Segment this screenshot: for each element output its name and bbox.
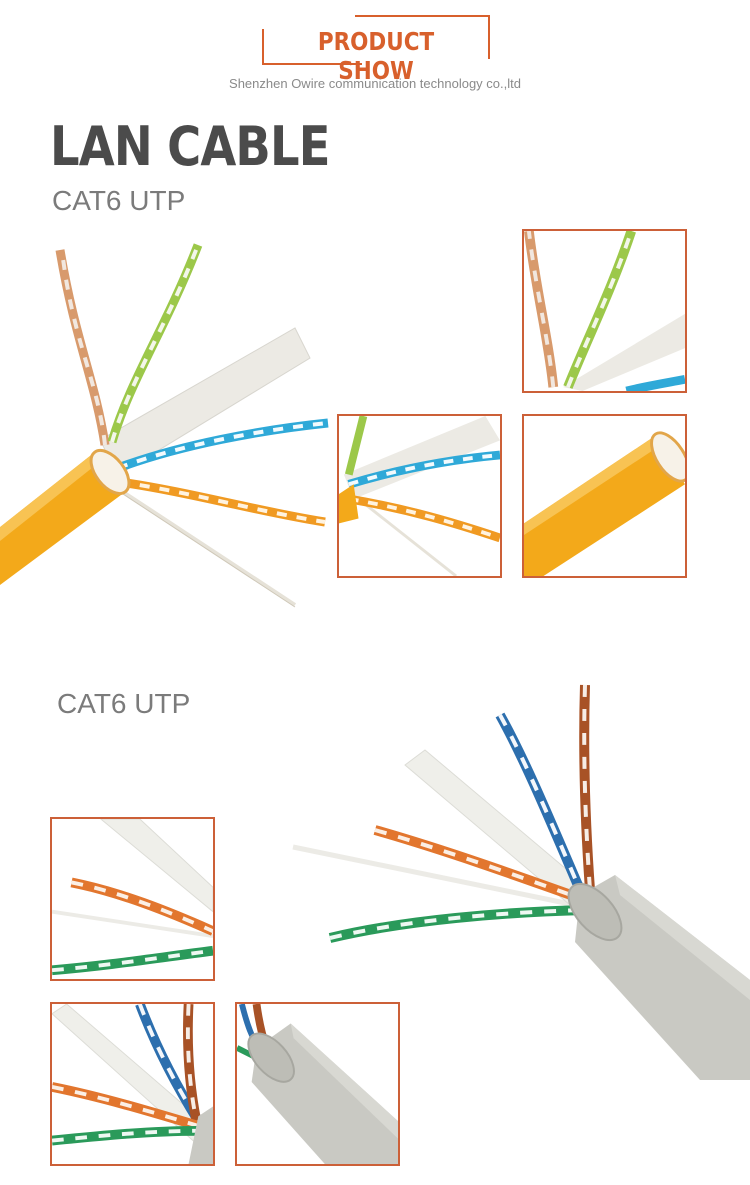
yellow-cable-pairs-closeup <box>522 229 687 393</box>
badge-title: PRODUCT SHOW <box>317 27 435 85</box>
gray-cable-pairs-closeup <box>50 817 215 981</box>
product-title: LAN CABLE <box>50 115 330 178</box>
yellow-cable-image <box>0 230 335 620</box>
company-name: Shenzhen Owire communication technology … <box>229 76 521 91</box>
yellow-cable-center-closeup <box>337 414 502 578</box>
section1-subtitle: CAT6 UTP <box>52 185 186 216</box>
product-show-badge: PRODUCT SHOW <box>262 15 490 85</box>
section2-subtitle: CAT6 UTP <box>57 688 191 719</box>
gray-cable-jacket-closeup <box>235 1002 400 1166</box>
gray-cable-image <box>285 680 750 1080</box>
yellow-cable-jacket-closeup <box>522 414 687 578</box>
gray-cable-fan-closeup <box>50 1002 215 1166</box>
